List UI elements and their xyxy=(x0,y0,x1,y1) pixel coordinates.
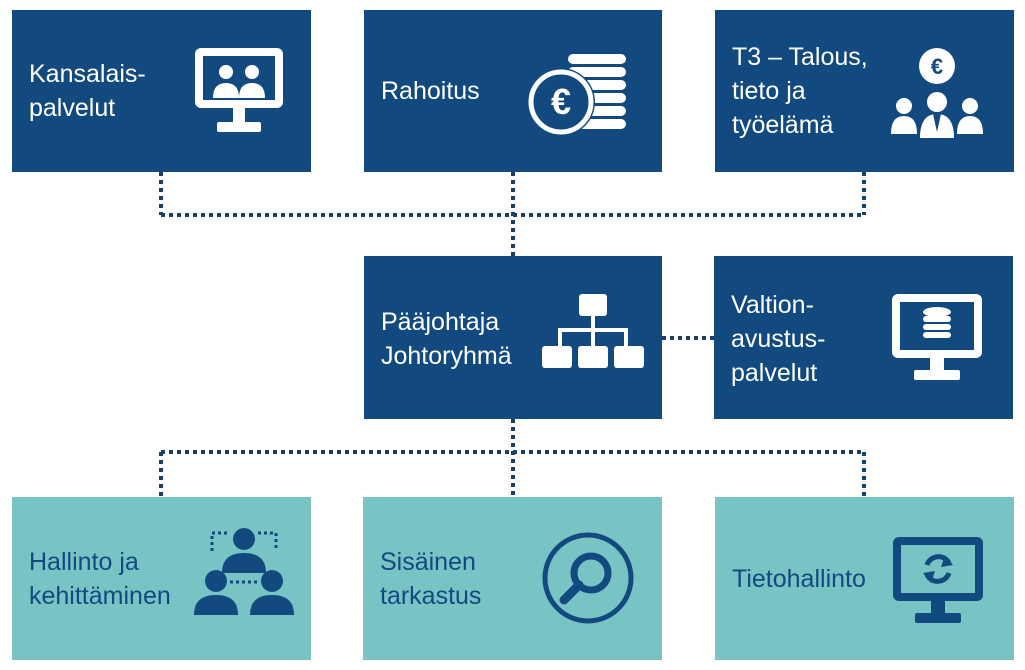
box-label: T3 – Talous, tieto ja työelämä xyxy=(732,43,868,139)
magnifier-icon xyxy=(542,532,634,624)
box-valtionavustus: Valtion- avustus- palvelut xyxy=(714,256,1013,419)
sync-monitor-icon xyxy=(893,537,983,623)
box-label: Rahoitus xyxy=(381,77,480,105)
box-kansalaispalvelut: Kansalais- palvelut xyxy=(12,10,311,172)
box-rahoitus: Rahoitus € xyxy=(364,10,662,172)
box-label: Valtion- avustus- palvelut xyxy=(731,291,826,387)
box-paajohtaja: Pääjohtaja Johtoryhmä xyxy=(364,256,662,419)
video-call-monitor-icon xyxy=(195,48,283,132)
box-sisainen-tarkastus: Sisäinen tarkastus xyxy=(363,497,662,660)
org-chart-icon xyxy=(542,294,644,368)
people-network-icon xyxy=(194,528,294,615)
box-tietohallinto: Tietohallinto xyxy=(715,497,1014,660)
box-hallinto: Hallinto ja kehittäminen xyxy=(12,497,311,660)
euro-people-group-icon: € xyxy=(891,48,983,138)
box-label: Kansalais- palvelut xyxy=(29,60,146,122)
database-monitor-icon xyxy=(892,294,982,380)
svg-text:€: € xyxy=(931,54,943,79)
euro-coins-icon: € xyxy=(528,54,626,136)
box-t3: T3 – Talous, tieto ja työelämä € xyxy=(715,10,1014,172)
box-label: Tietohallinto xyxy=(732,565,866,593)
box-label: Pääjohtaja Johtoryhmä xyxy=(381,308,512,370)
svg-text:€: € xyxy=(551,81,571,122)
box-label: Hallinto ja kehittäminen xyxy=(29,548,171,610)
box-label: Sisäinen tarkastus xyxy=(380,548,482,610)
